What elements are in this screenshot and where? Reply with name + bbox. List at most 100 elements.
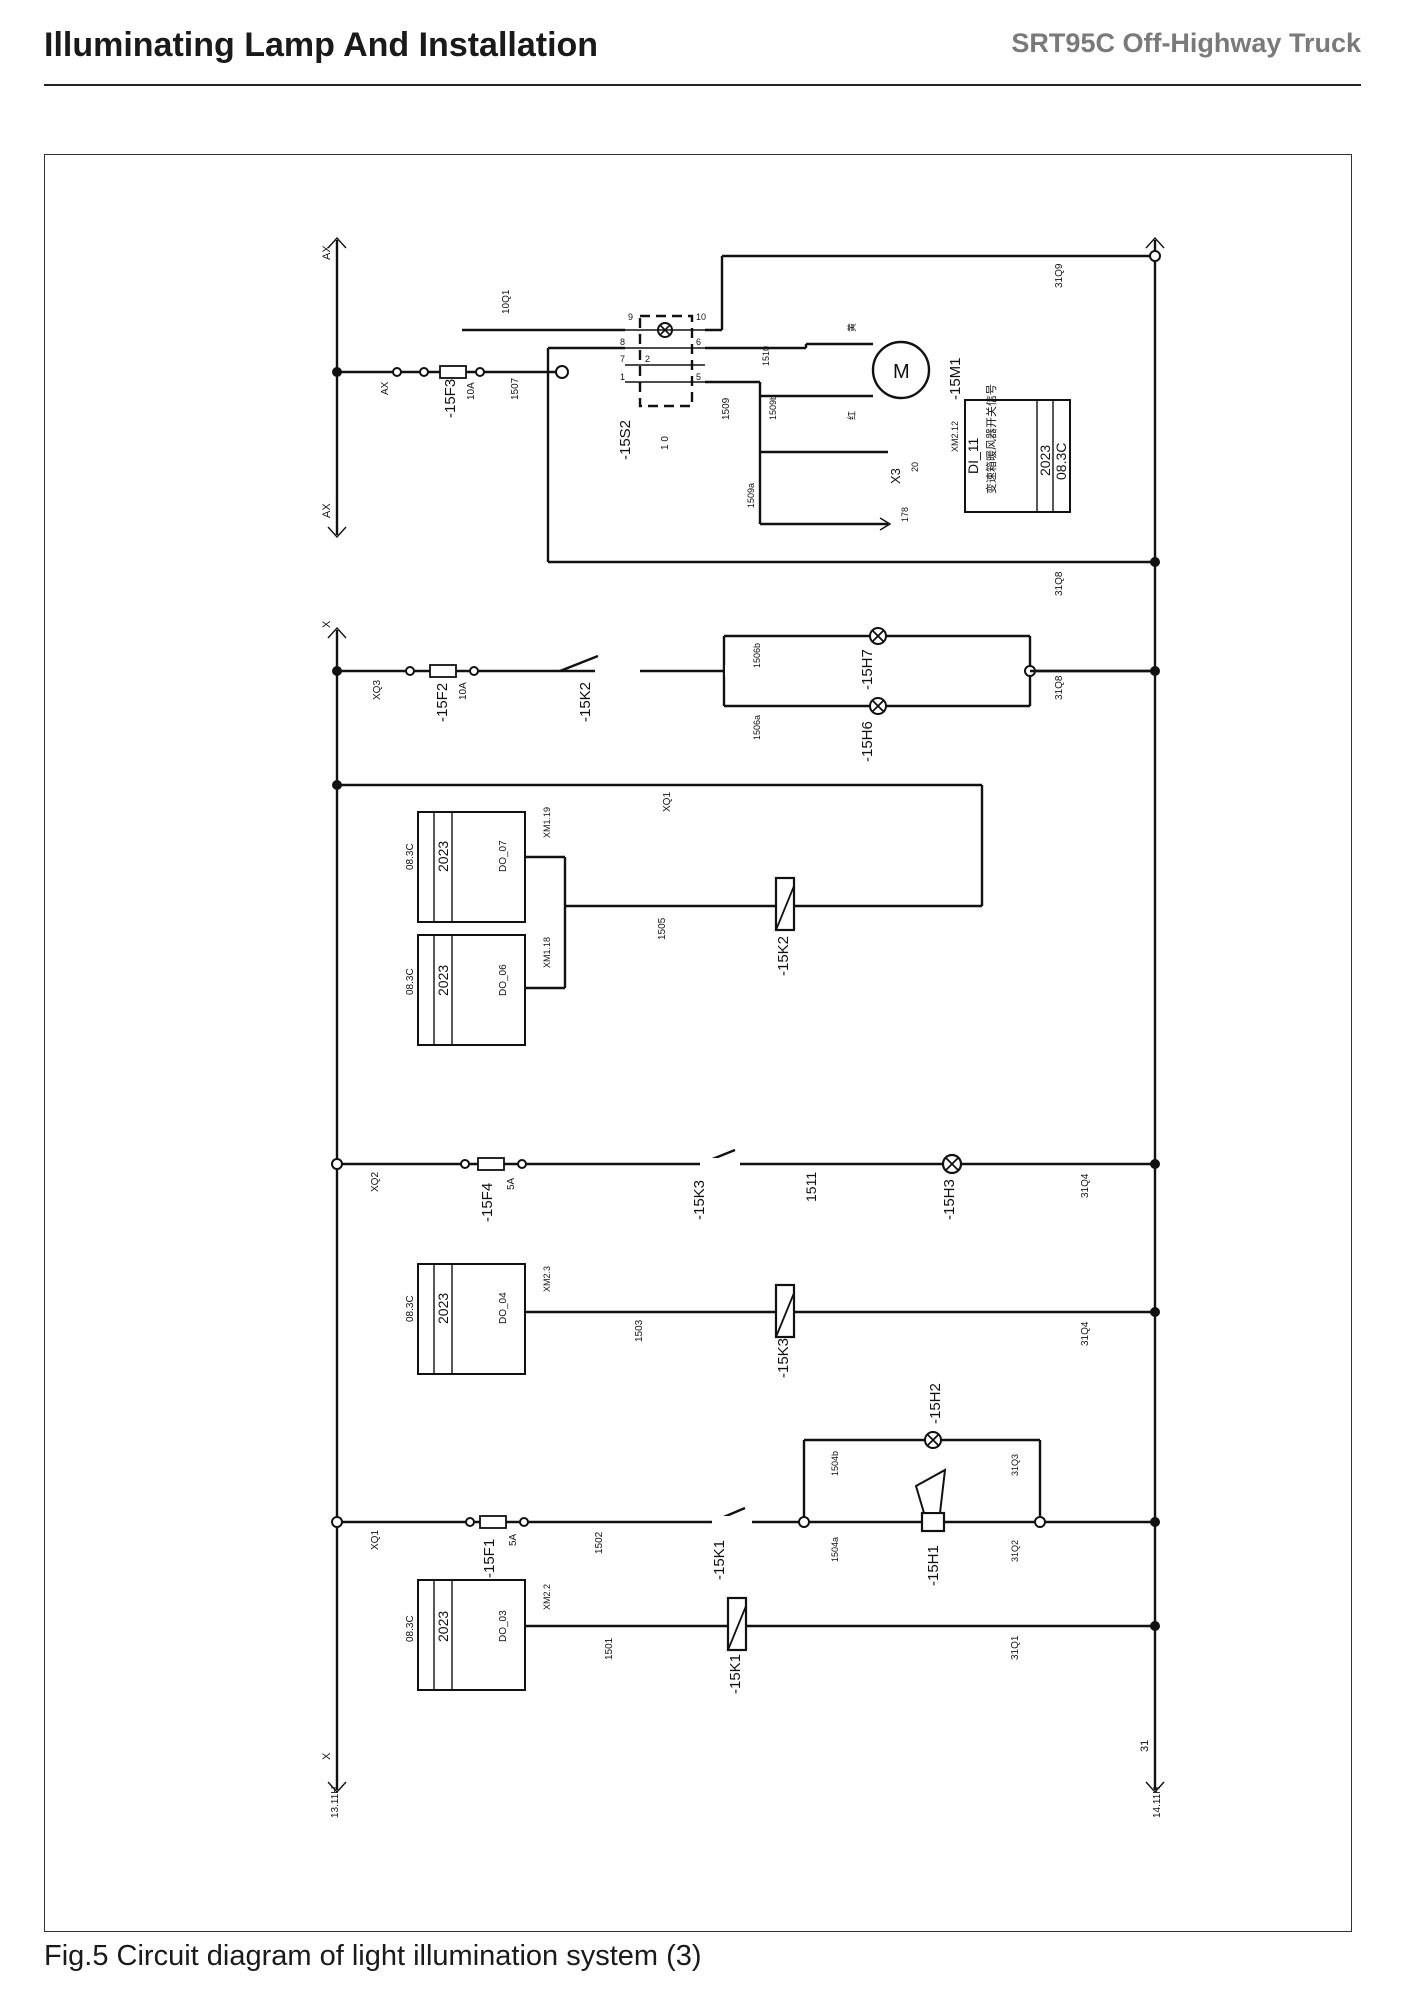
svg-text:10Q1: 10Q1	[501, 289, 512, 314]
svg-text:1509: 1509	[721, 397, 732, 420]
svg-text:31Q4: 31Q4	[1080, 1173, 1091, 1198]
fuse-15f4	[477, 1157, 505, 1171]
svg-text:31Q4: 31Q4	[1080, 1321, 1091, 1346]
svg-text:5: 5	[696, 372, 701, 382]
lamp-15h2-label: -15H2	[927, 1383, 944, 1424]
svg-text:6: 6	[696, 337, 701, 347]
svg-text:31Q8: 31Q8	[1054, 675, 1065, 700]
svg-text:08.3C: 08.3C	[405, 968, 416, 995]
svg-text:1505: 1505	[657, 917, 668, 940]
svg-text:1506a: 1506a	[752, 715, 762, 740]
x-rail-bottom-arrow	[327, 1781, 347, 1794]
fuse-15f4-label: -15F4	[479, 1183, 496, 1222]
figure-caption: Fig.5 Circuit diagram of light illuminat…	[44, 1940, 702, 1972]
svg-text:08.3C: 08.3C	[405, 1615, 416, 1642]
svg-text:M: M	[893, 361, 910, 383]
section-k1: XQ1 -15F1 5A 1502 -15K1 -15H2 1504b 31Q3…	[331, 1383, 1160, 1694]
switch-15s2-label: -15S2	[617, 420, 634, 460]
svg-text:红: 红	[846, 411, 857, 420]
ecu-box-do06	[417, 934, 526, 1046]
svg-text:31Q2: 31Q2	[1010, 1540, 1020, 1562]
lamp-15h6-label: -15H6	[859, 721, 876, 762]
relay-contact-15k2-label: -15K2	[577, 682, 594, 722]
switch-15s2-frame	[638, 314, 694, 408]
svg-text:31Q9: 31Q9	[1054, 263, 1065, 288]
svg-text:XM2.2: XM2.2	[542, 1584, 552, 1610]
fuse-15f2	[429, 664, 457, 678]
rail-ref-left: 13.11H	[330, 1786, 341, 1818]
svg-text:2: 2	[645, 354, 650, 364]
svg-text:1503: 1503	[634, 1319, 645, 1342]
svg-text:31Q3: 31Q3	[1010, 1454, 1020, 1476]
svg-text:DO_06: DO_06	[498, 964, 509, 996]
svg-text:7: 7	[620, 354, 625, 364]
fuse-15f3	[439, 365, 467, 379]
section-x-lamps: XQ3 -15F2 10A -15K2 1506b 1506a -15H7 -1…	[332, 627, 1160, 762]
motor-15m1	[871, 340, 931, 400]
svg-text:8: 8	[620, 337, 625, 347]
svg-text:XM1.19: XM1.19	[542, 807, 552, 838]
svg-text:DO_03: DO_03	[498, 1610, 509, 1642]
svg-text:DI_11: DI_11	[965, 437, 981, 474]
rail-label-x-top: X	[321, 620, 333, 628]
svg-text:10: 10	[696, 312, 706, 322]
lamp-15h3-label: -15H3	[941, 1179, 958, 1220]
ground-label: 31	[1139, 1740, 1151, 1752]
ecu-box-do07	[417, 811, 526, 923]
ground-top-arrow	[1145, 236, 1165, 249]
fuse-15f1	[479, 1515, 507, 1529]
svg-text:08.3C: 08.3C	[405, 843, 416, 870]
svg-text:XM2.12: XM2.12	[950, 421, 960, 452]
svg-text:1501: 1501	[604, 1637, 615, 1660]
diagram-frame	[44, 154, 1352, 1932]
svg-text:5A: 5A	[508, 1533, 519, 1546]
svg-text:1510: 1510	[761, 346, 771, 366]
svg-text:1502: 1502	[594, 1531, 605, 1554]
svg-text:1509a: 1509a	[746, 483, 756, 508]
fuse-15f2-label: -15F2	[434, 683, 451, 722]
svg-text:DO_04: DO_04	[498, 1292, 509, 1324]
svg-text:1504a: 1504a	[830, 1537, 840, 1562]
svg-text:XQ3: XQ3	[372, 680, 383, 700]
ax-rail-bottom-arrow	[327, 526, 347, 539]
svg-text:2023: 2023	[435, 1611, 451, 1642]
fuse-15f1-label: -15F1	[481, 1539, 498, 1578]
section-k3: XQ2 -15F4 5A -15K3 1511 -15H3 31Q4 08.3C…	[331, 1148, 1160, 1378]
svg-text:XQ2: XQ2	[370, 1172, 381, 1192]
svg-text:2023: 2023	[435, 965, 451, 996]
relay-contact-15k3-label: -15K3	[691, 1180, 708, 1220]
ax-rail-top-arrow	[327, 236, 347, 249]
svg-text:XM1.18: XM1.18	[542, 937, 552, 968]
svg-text:DO_07: DO_07	[498, 840, 509, 872]
svg-text:1 0: 1 0	[660, 436, 671, 450]
product-model: SRT95C Off-Highway Truck	[1011, 28, 1361, 58]
rail-label-ax-mid: AX	[321, 503, 333, 518]
rail-label-x-bottom: X	[321, 1752, 333, 1760]
svg-text:黄: 黄	[846, 323, 857, 332]
relay-contact-15k1-label: -15K1	[711, 1540, 728, 1580]
svg-text:10A: 10A	[466, 382, 477, 400]
motor-15m1-label: -15M1	[947, 357, 964, 400]
svg-text:08.3C: 08.3C	[1053, 443, 1069, 480]
ground-ref: 14.11H	[1152, 1786, 1163, 1818]
section-k2-coil: XQ1 08.3C 2023 DO_07 XM1.19 08.3C 2023 D…	[332, 780, 984, 1046]
svg-text:2023: 2023	[435, 841, 451, 872]
ground-bottom-arrow	[1145, 1781, 1165, 1794]
horn-15h1	[920, 1511, 946, 1533]
relay-coil-15k3-label: -15K3	[775, 1338, 792, 1378]
section-ax: AX -15F3 10A 1507 10Q1 9 10 8 6 7 2 1 5 …	[332, 250, 1161, 596]
svg-text:1509b: 1509b	[768, 395, 778, 420]
svg-text:1: 1	[620, 372, 625, 382]
svg-text:178: 178	[900, 507, 910, 522]
svg-text:1507: 1507	[510, 377, 521, 400]
connector-x3: X3	[888, 468, 903, 484]
svg-text:XQ1: XQ1	[370, 1530, 381, 1550]
x-rail-top-arrow	[327, 626, 347, 639]
svg-text:9: 9	[628, 312, 633, 322]
svg-text:2023: 2023	[435, 1293, 451, 1324]
ecu-box-do04	[417, 1263, 526, 1375]
svg-text:2023: 2023	[1037, 445, 1053, 476]
svg-text:31Q8: 31Q8	[1054, 571, 1065, 596]
fuse-15f3-label: -15F3	[442, 379, 459, 418]
